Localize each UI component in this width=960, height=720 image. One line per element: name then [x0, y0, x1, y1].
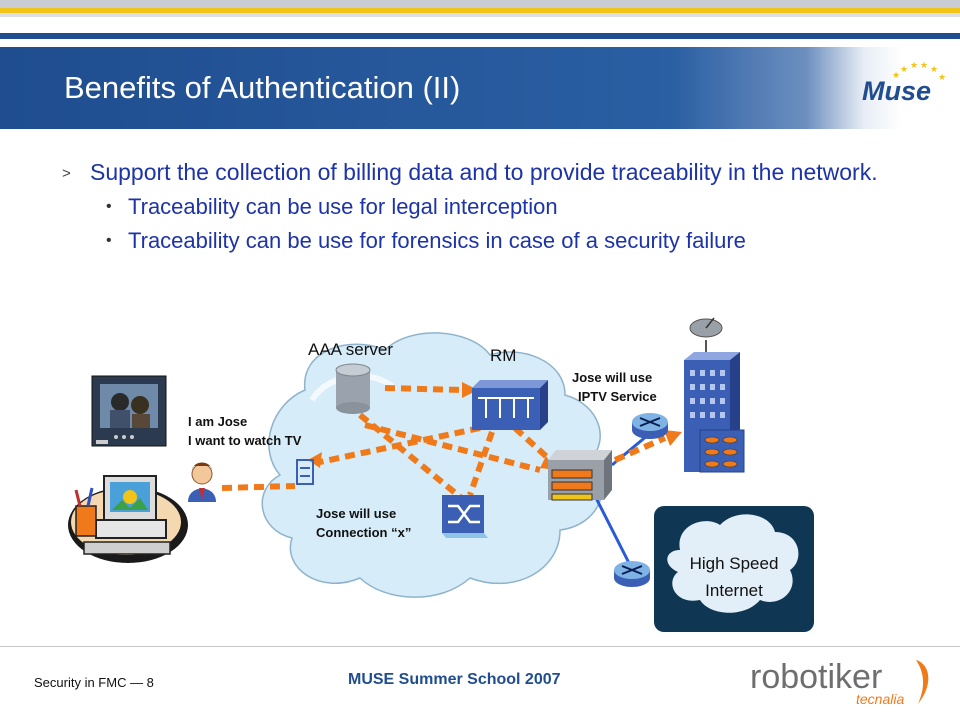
muse-logo: ★ ★ ★ ★ ★ ★ Muse — [862, 60, 946, 106]
bullet-sub-2-text: Traceability can be use for forensics in… — [128, 228, 746, 253]
stripe-yellow — [0, 8, 960, 13]
svg-text:★: ★ — [930, 64, 938, 74]
internet-label-line2: Internet — [705, 581, 763, 600]
tv-icon — [91, 375, 167, 447]
sub-bullet-marker: • — [106, 198, 112, 215]
bullet-main-text: Support the collection of billing data a… — [90, 159, 878, 185]
switch-icon — [442, 495, 488, 538]
connection-message-label: Jose will use Connection “x” — [316, 504, 411, 542]
footer-event: MUSE Summer School 2007 — [348, 671, 561, 688]
router-internet-icon — [614, 561, 650, 587]
bullet-sub-1: • Traceability can be use for legal inte… — [62, 193, 912, 221]
edge-node-icon — [548, 450, 612, 501]
slide-title: Benefits of Authentication (II) — [64, 70, 461, 105]
iptv-message-line2: IPTV Service — [578, 389, 657, 404]
iptv-message-label: Jose will use IPTV Service — [572, 368, 657, 406]
bullet-sub-1-text: Traceability can be use for legal interc… — [128, 194, 558, 219]
svg-text:★: ★ — [892, 70, 900, 80]
footer-divider — [0, 646, 960, 647]
iptv-message-line1: Jose will use — [572, 370, 653, 385]
internet-label: High Speed Internet — [668, 550, 800, 604]
bullet-list: > Support the collection of billing data… — [62, 157, 912, 255]
svg-text:★: ★ — [900, 64, 908, 74]
bullet-marker: > — [62, 165, 71, 182]
eu-stars-icon: ★ ★ ★ ★ ★ ★ — [892, 60, 946, 82]
rm-device-icon — [472, 380, 548, 430]
stripe-grey-light — [0, 13, 960, 17]
arrow-rm-to-switch — [467, 431, 495, 496]
network-diagram: AAA server RM I am Jose I want to watch … — [0, 310, 960, 650]
tecnalia-logo-text: tecnalia — [856, 691, 904, 707]
robotiker-swoosh-icon — [916, 660, 929, 704]
arrow-aaa-to-rm — [384, 385, 463, 393]
arrow-rm-to-edge — [512, 425, 551, 461]
robotiker-logo: robotiker tecnalia — [750, 658, 929, 707]
aaa-server-label: AAA server — [308, 340, 394, 359]
stripe-grey — [0, 0, 960, 8]
connection-message-line1: Jose will use — [316, 506, 397, 521]
internet-box — [654, 506, 814, 632]
user-message-label: I am Jose I want to watch TV — [188, 412, 301, 450]
arrow-edge-to-iptv — [613, 435, 667, 463]
router-iptv-icon — [632, 413, 668, 439]
arrow-user-to-access — [221, 483, 296, 491]
user-message-line1: I am Jose — [188, 414, 248, 429]
bullet-sub-2: • Traceability can be use for forensics … — [62, 227, 912, 255]
access-node-icon — [296, 459, 314, 485]
user-avatar-icon — [186, 460, 218, 502]
user-message-line2: I want to watch TV — [188, 433, 302, 448]
svg-text:★: ★ — [910, 60, 918, 70]
rm-label: RM — [490, 346, 517, 365]
svg-text:★: ★ — [920, 60, 928, 70]
robotiker-logo-text: robotiker — [750, 658, 882, 696]
stripe-blue — [0, 33, 960, 39]
connection-message-line2: Connection “x” — [316, 525, 412, 540]
internet-label-line1: High Speed — [689, 554, 779, 573]
bullet-main: > Support the collection of billing data… — [62, 157, 912, 187]
sub-bullet-marker: • — [106, 232, 112, 249]
top-stripe — [0, 0, 960, 40]
pc-icon — [68, 475, 188, 563]
message-arrows — [221, 385, 667, 508]
title-banner — [0, 47, 960, 129]
arrow-aaa-to-switch — [358, 412, 472, 508]
svg-text:★: ★ — [938, 72, 946, 82]
aaa-server-icon — [335, 363, 371, 414]
footer-page-info: Security in FMC — 8 — [34, 675, 154, 690]
muse-logo-text: Muse — [862, 76, 931, 106]
arrow-rm-to-access — [319, 425, 481, 465]
arrow-aaa-to-edge — [364, 422, 541, 473]
iptv-building-icon — [684, 317, 745, 473]
